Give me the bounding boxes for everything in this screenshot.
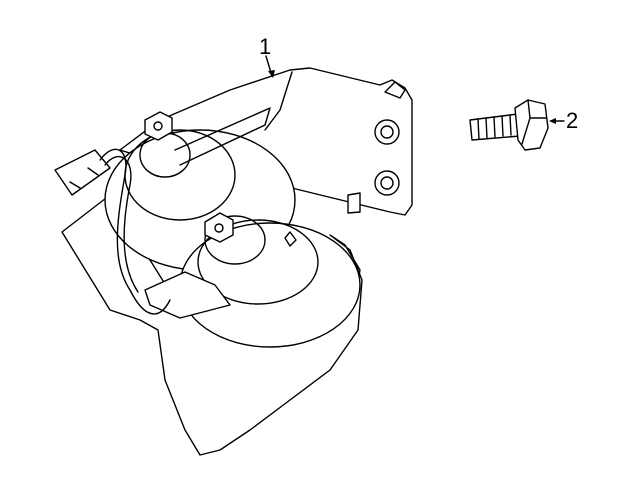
callout-label-2: 2	[566, 108, 579, 133]
arrowhead-1	[268, 70, 275, 78]
bolt-part-2	[469, 99, 549, 151]
callout-label-1: 1	[259, 34, 272, 59]
horn-part-1	[54, 67, 413, 456]
arrowhead-2	[549, 118, 556, 124]
